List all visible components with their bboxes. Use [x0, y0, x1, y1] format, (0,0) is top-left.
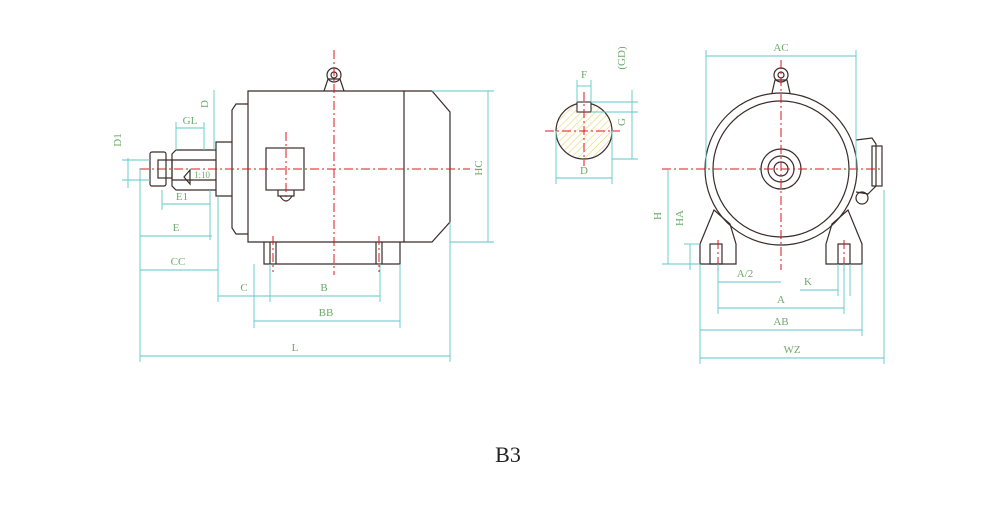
label-WZ: WZ: [783, 344, 800, 356]
label-G: G: [616, 118, 628, 126]
label-F: F: [581, 69, 587, 81]
fan-cover: [404, 90, 451, 243]
terminal-box-end: [855, 137, 883, 205]
label-HC: HC: [473, 160, 485, 175]
label-K: K: [804, 276, 812, 288]
terminal-box-side: [265, 147, 305, 202]
end-view: AC H HA A/2 K A AB WZ: [652, 42, 885, 364]
label-CC: CC: [171, 256, 186, 268]
section-dimension-lines: [555, 80, 638, 184]
label-C: C: [240, 282, 247, 294]
label-A-half: A/2: [737, 268, 754, 280]
label-E1: E1: [176, 191, 188, 203]
label-L: L: [292, 342, 299, 354]
shaft-side: [149, 149, 216, 191]
label-D1: D1: [112, 133, 124, 146]
drawing-title: B3: [495, 442, 521, 467]
feet-side: [263, 242, 401, 265]
side-dimension-lines: [122, 90, 494, 362]
side-view: D1 GL D 1:10 E1 E CC C B BB L HC: [112, 50, 494, 362]
label-D-side: D: [199, 100, 211, 108]
end-dimension-lines: [662, 50, 885, 364]
label-GD: (GD): [616, 46, 628, 70]
motor-body: [247, 90, 405, 243]
label-taper: 1:10: [194, 170, 211, 180]
label-HA: HA: [674, 210, 686, 226]
label-AB: AB: [773, 316, 788, 328]
shaft-section: F (GD) G D: [545, 46, 638, 184]
label-GL: GL: [183, 115, 198, 127]
label-H: H: [652, 212, 664, 220]
label-BB: BB: [319, 307, 334, 319]
label-B: B: [320, 282, 327, 294]
label-AC: AC: [773, 42, 788, 54]
label-A: A: [777, 294, 785, 306]
label-D-section: D: [580, 165, 588, 177]
label-E: E: [173, 222, 180, 234]
